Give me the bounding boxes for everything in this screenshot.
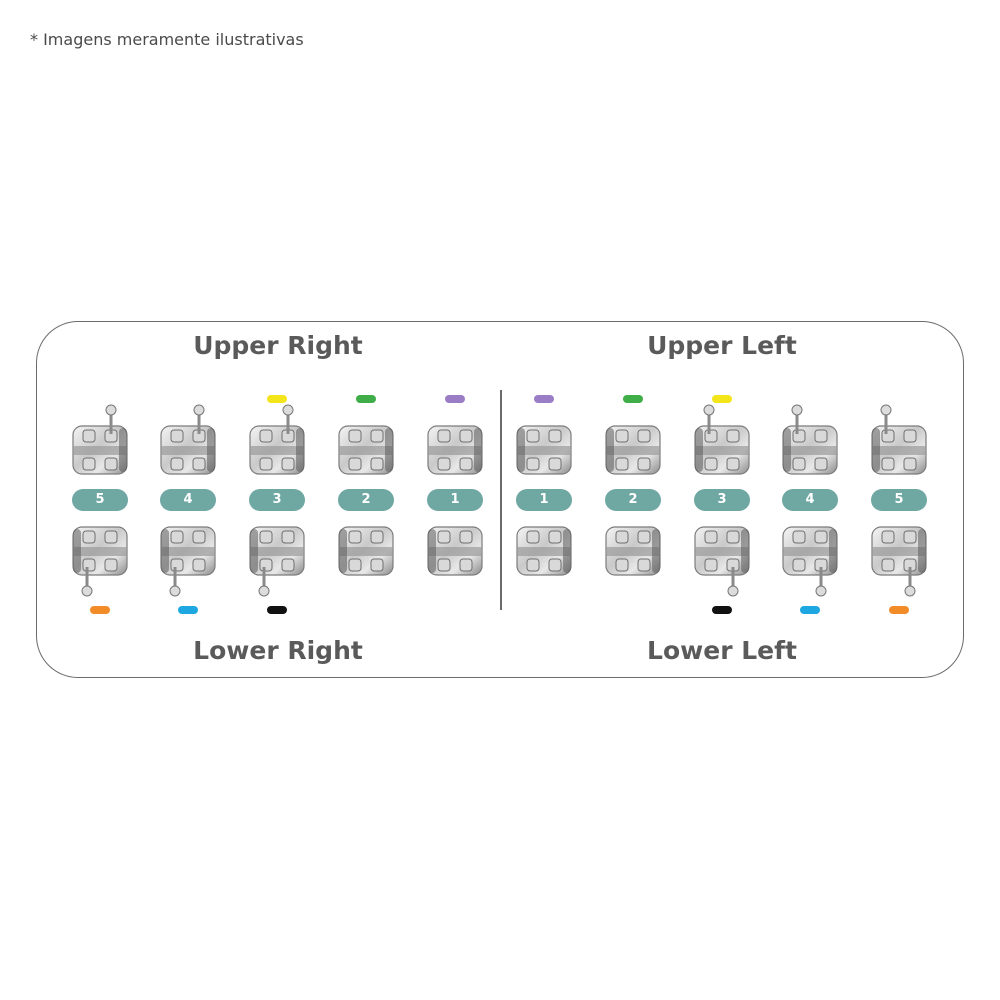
lower-color-tag — [267, 606, 287, 614]
lower-color-tag — [889, 606, 909, 614]
upper-bracket — [775, 404, 845, 488]
tooth-column: 5 — [864, 390, 934, 620]
tooth-number-pill: 2 — [338, 489, 394, 511]
tooth-number-pill: 5 — [72, 489, 128, 511]
tooth-column: 3 — [242, 390, 312, 620]
tooth-column: 2 — [331, 390, 401, 620]
lower-bracket — [598, 517, 668, 601]
lower-bracket — [242, 517, 312, 601]
upper-color-tag — [534, 395, 554, 403]
tooth-column: 5 — [65, 390, 135, 620]
upper-bracket — [864, 404, 934, 488]
lower-bracket — [153, 517, 223, 601]
title-upper-right: Upper Right — [193, 331, 363, 360]
tooth-column: 2 — [598, 390, 668, 620]
title-lower-left: Lower Left — [647, 636, 797, 665]
tooth-number-pill: 5 — [871, 489, 927, 511]
center-divider — [500, 390, 502, 610]
tooth-number-pill: 1 — [427, 489, 483, 511]
upper-bracket — [153, 404, 223, 488]
upper-color-tag — [712, 395, 732, 403]
lower-color-tag — [712, 606, 732, 614]
upper-bracket — [65, 404, 135, 488]
upper-color-tag — [267, 395, 287, 403]
upper-color-tag — [356, 395, 376, 403]
upper-bracket — [509, 404, 579, 488]
title-upper-left: Upper Left — [647, 331, 797, 360]
lower-bracket — [775, 517, 845, 601]
lower-bracket — [65, 517, 135, 601]
lower-color-tag — [800, 606, 820, 614]
tooth-number-pill: 4 — [160, 489, 216, 511]
upper-bracket — [420, 404, 490, 488]
tooth-number-pill: 4 — [782, 489, 838, 511]
tooth-column: 1 — [509, 390, 579, 620]
tooth-number-pill: 3 — [249, 489, 305, 511]
bracket-chart-panel — [36, 321, 964, 678]
upper-color-tag — [623, 395, 643, 403]
illustrative-note: * Imagens meramente ilustrativas — [30, 30, 304, 49]
lower-bracket — [420, 517, 490, 601]
tooth-column: 4 — [153, 390, 223, 620]
tooth-column: 3 — [687, 390, 757, 620]
lower-bracket — [687, 517, 757, 601]
lower-bracket — [331, 517, 401, 601]
tooth-column: 1 — [420, 390, 490, 620]
lower-color-tag — [178, 606, 198, 614]
lower-color-tag — [90, 606, 110, 614]
upper-bracket — [331, 404, 401, 488]
upper-bracket — [242, 404, 312, 488]
upper-color-tag — [445, 395, 465, 403]
title-lower-right: Lower Right — [193, 636, 363, 665]
tooth-number-pill: 2 — [605, 489, 661, 511]
lower-bracket — [509, 517, 579, 601]
upper-bracket — [687, 404, 757, 488]
upper-bracket — [598, 404, 668, 488]
tooth-column: 4 — [775, 390, 845, 620]
tooth-number-pill: 3 — [694, 489, 750, 511]
lower-bracket — [864, 517, 934, 601]
tooth-number-pill: 1 — [516, 489, 572, 511]
